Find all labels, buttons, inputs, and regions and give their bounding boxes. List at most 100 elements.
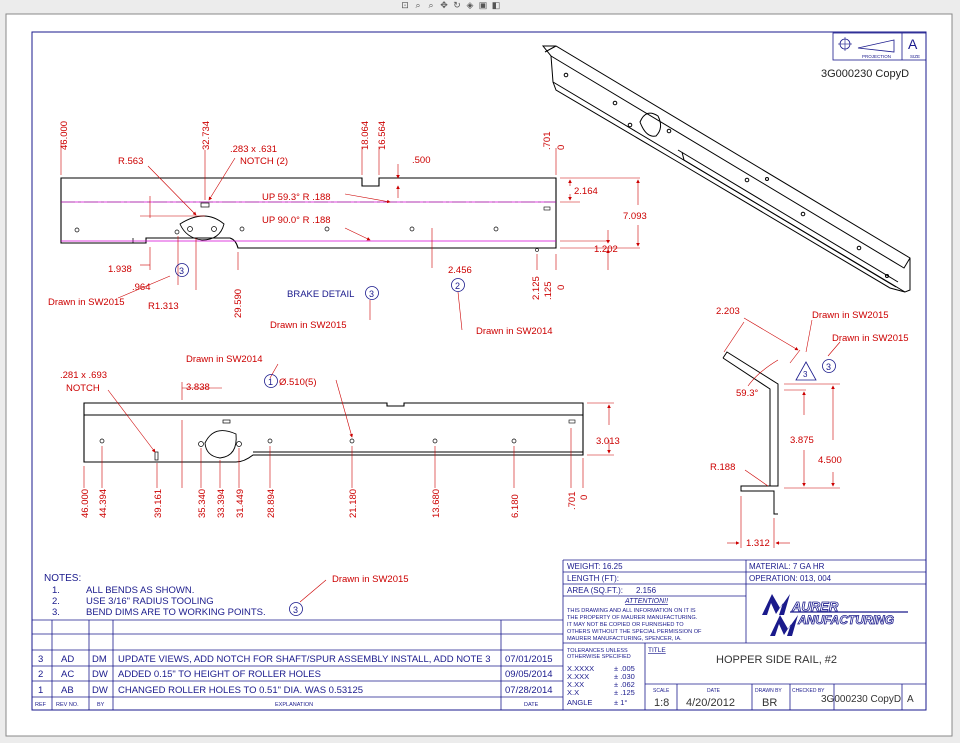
dim-32734: 32.734 xyxy=(201,121,212,150)
scale-value: 1:8 xyxy=(654,697,669,709)
rev-row-3-date: 07/28/2014 xyxy=(505,685,553,696)
dim-2125: 2.125 xyxy=(531,276,542,300)
tolerances-header-1: TOLERANCES UNLESS xyxy=(567,648,628,654)
angle-593: 59.3° xyxy=(736,388,758,399)
xdim-33394: 33.394 xyxy=(216,489,227,518)
notes-header: NOTES: xyxy=(44,573,81,584)
date-label: DATE xyxy=(707,688,721,694)
scale-label: SCALE xyxy=(653,688,670,694)
rev-row-3-by: DW xyxy=(92,685,108,696)
isometric-view xyxy=(541,45,911,293)
section-view-labels: 2.203 Drawn in SW2015 Drawn in SW2015 3 … xyxy=(710,306,909,549)
note-3-num: 3. xyxy=(52,607,60,618)
rev-row-1-date: 07/01/2015 xyxy=(505,654,553,665)
top-view-balloons: 3 2 BRAKE DETAIL 3 xyxy=(175,263,465,300)
tol-val-1: ± .005 xyxy=(614,664,635,673)
zoom-to-fit-icon[interactable]: ⊡ xyxy=(401,0,409,10)
rev-row-1-ref: 3 xyxy=(38,654,43,665)
top-view-dimensions xyxy=(60,140,640,331)
zoom-icon[interactable]: ⌕ xyxy=(428,0,434,10)
drawing-number: 3G000230 CopyD xyxy=(821,694,901,705)
section-view-icon[interactable]: ◧ xyxy=(491,0,501,10)
dim-1938: 1.938 xyxy=(108,264,132,275)
drawing-title: HOPPER SIDE RAIL, #2 xyxy=(716,654,837,666)
revision-rows: 3 AD DM UPDATE VIEWS, ADD NOTCH FOR SHAF… xyxy=(35,654,553,708)
note-1-num: 1. xyxy=(52,585,60,596)
notes: NOTES: 1. ALL BENDS AS SHOWN. 2. USE 3/1… xyxy=(44,573,409,618)
xdim-701: .701 xyxy=(567,492,578,511)
dim-500: .500 xyxy=(412,155,431,166)
brake-detail-label: BRAKE DETAIL xyxy=(287,289,354,300)
tol-val-5: ± 1° xyxy=(614,698,627,707)
view-orientation-icon[interactable]: ◈ xyxy=(466,0,474,10)
rev-header-explanation: EXPLANATION xyxy=(275,702,313,708)
xdim-28894: 28.894 xyxy=(266,489,277,518)
xdim-31449: 31.449 xyxy=(235,489,246,518)
dim-29590: 29.590 xyxy=(233,289,244,318)
xdim-6180: 6.180 xyxy=(510,494,521,518)
dim-r1313: R1.313 xyxy=(148,301,179,312)
xdim-21180: 21.180 xyxy=(348,489,359,518)
xdim-46000: 46.000 xyxy=(80,489,91,518)
dim-964: .964 xyxy=(132,282,151,293)
bend-note-1: UP 59.3° R .188 xyxy=(262,192,331,203)
projection-cone-icon xyxy=(857,39,895,53)
checked-by-label: CHECKED BY xyxy=(792,688,825,694)
drawn-sw2015-d: Drawn in SW2015 xyxy=(832,333,909,344)
attention-heading: ATTENTION!! xyxy=(624,598,668,605)
drawn-by-value: BR xyxy=(762,697,777,709)
rev-row-2-by: DW xyxy=(92,669,108,680)
radius-563: R.563 xyxy=(118,156,143,167)
note-3-text: BEND DIMS ARE TO WORKING POINTS. xyxy=(86,607,266,618)
rotate-icon[interactable]: ↻ xyxy=(453,0,461,10)
operation-field: OPERATION: 013, 004 xyxy=(749,574,832,583)
dim-0-top: 0 xyxy=(556,145,567,150)
attention-line-2: THE PROPERTY OF MAURER MANUFACTURING. xyxy=(567,615,698,621)
weight-field: WEIGHT: 16.25 xyxy=(567,562,623,571)
tol-val-3: ± .062 xyxy=(614,680,635,689)
tol-key-4: X.X xyxy=(567,688,579,697)
title-label: TITLE xyxy=(648,647,666,654)
rev-row-1-by: DM xyxy=(92,654,107,665)
note-2-num: 2. xyxy=(52,596,60,607)
notch-dim-text: .283 x .631 xyxy=(230,144,277,155)
dim-7093: 7.093 xyxy=(623,211,647,222)
notch-count-text: NOTCH (2) xyxy=(240,156,288,167)
size-letter: A xyxy=(908,36,918,52)
dim-3838: 3.838 xyxy=(186,382,210,393)
rev-row-3-ref: 1 xyxy=(38,685,43,696)
drawn-sw2015-a: Drawn in SW2015 xyxy=(48,297,125,308)
balloon-1: 1 xyxy=(268,377,273,387)
rev-header-ref: REF xyxy=(35,702,47,708)
dim-0-bottom: 0 xyxy=(556,285,567,290)
dim-2456: 2.456 xyxy=(448,265,472,276)
zoom-area-icon[interactable]: ⌕ xyxy=(415,0,421,10)
sheet-border xyxy=(31,31,927,711)
triangle-flag-number: 3 xyxy=(803,370,808,379)
dim-16564: 16.564 xyxy=(377,121,388,150)
rev-header-date: DATE xyxy=(524,702,539,708)
view-toolbar: ⊡ ⌕ ⌕ ✥ ↻ ◈ ▣ ◧ xyxy=(400,0,501,11)
top-view-labels: 46.000 32.734 18.064 16.564 .701 0 .283 … xyxy=(48,121,647,337)
dim-125: .125 xyxy=(543,282,554,301)
dim-1312: 1.312 xyxy=(746,538,770,549)
display-style-icon[interactable]: ▣ xyxy=(478,0,488,10)
dim-2164: 2.164 xyxy=(574,186,598,197)
hole-diameter: Ø.510(5) xyxy=(279,377,317,388)
notch-dim-bottom: .281 x .693 xyxy=(60,370,107,381)
drawn-sw2015-c: Drawn in SW2015 xyxy=(812,310,889,321)
rev-letter: A xyxy=(907,694,914,705)
dim-4500: 4.500 xyxy=(818,455,842,466)
projection-label: PROJECTION xyxy=(862,54,891,59)
area-value: 2.156 xyxy=(636,586,657,595)
pan-icon[interactable]: ✥ xyxy=(440,0,448,10)
tol-key-3: X.XX xyxy=(567,680,584,689)
dim-18064: 18.064 xyxy=(360,121,371,150)
tol-val-4: ± .125 xyxy=(614,688,635,697)
attention-line-3: IT MAY NOT BE COPIED OR FURNISHED TO xyxy=(567,622,684,628)
bottom-view-labels: .281 x .693 NOTCH Drawn in SW2014 3.838 … xyxy=(60,354,620,518)
title-block-text: WEIGHT: 16.25 LENGTH (FT): AREA (SQ.FT.)… xyxy=(567,562,914,709)
top-drawing-number: 3G000230 CopyD xyxy=(821,68,909,80)
rev-row-1-revno: AD xyxy=(61,654,74,665)
notch-label-bottom: NOTCH xyxy=(66,383,100,394)
